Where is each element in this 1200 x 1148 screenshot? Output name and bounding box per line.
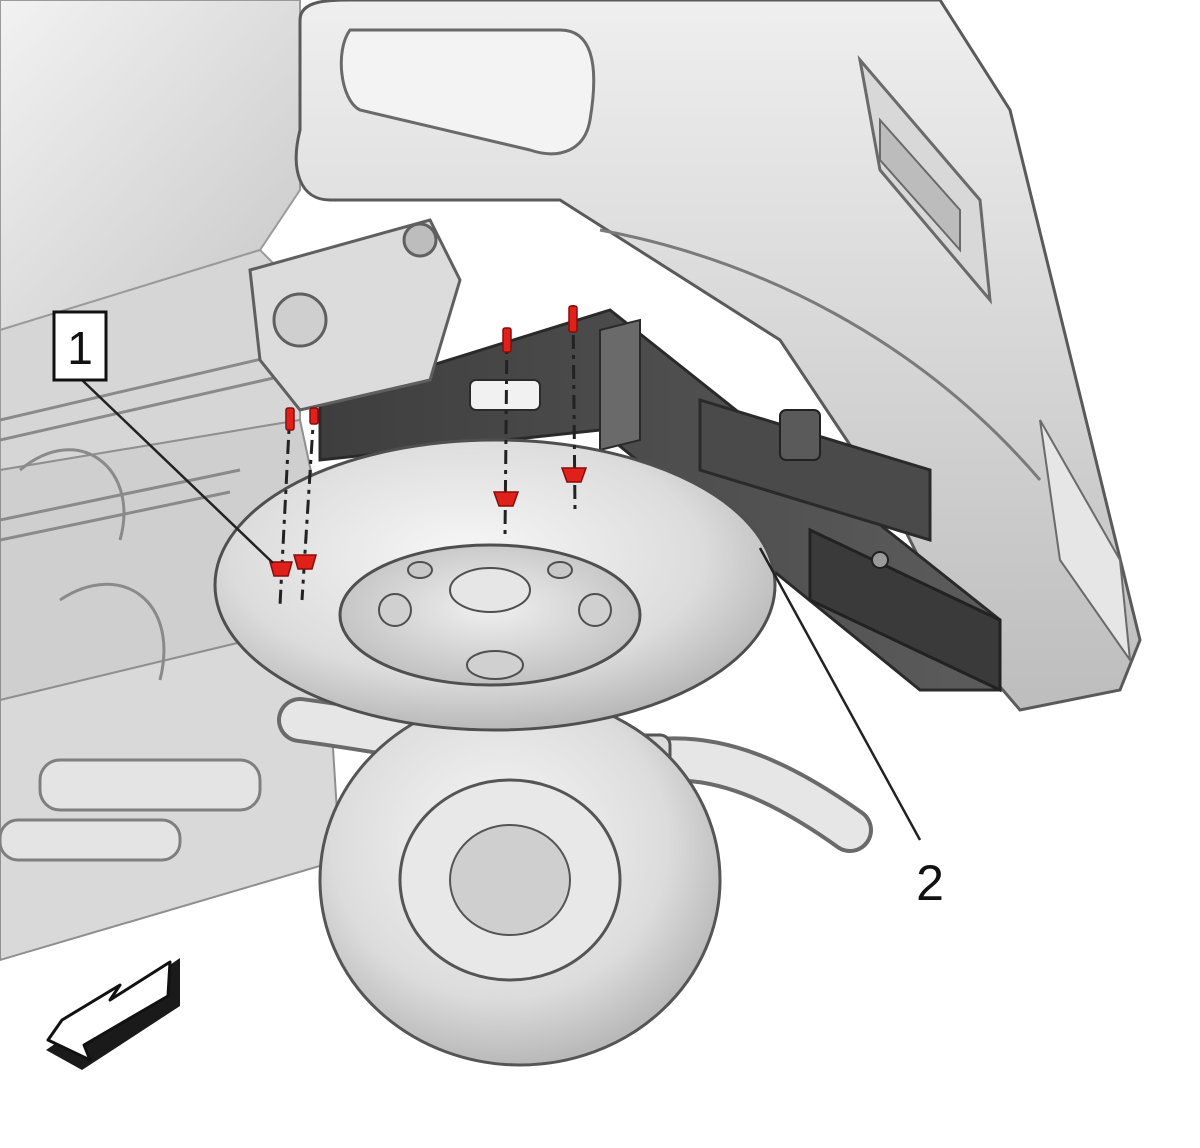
front-direction-arrow-icon: [46, 958, 180, 1070]
fastener-top-2: [309, 407, 319, 425]
fastener-nut-1: [269, 561, 293, 577]
spare-tire-hoist: [248, 218, 462, 412]
callout-1-label: 1: [67, 322, 93, 374]
leader-lines: [81, 379, 922, 841]
callout-1: 1: [52, 310, 108, 382]
fastener-nut-3: [492, 491, 520, 507]
leader-line-1: [81, 379, 274, 564]
fastener-nut-4: [560, 467, 588, 483]
spare-tire: [213, 438, 777, 732]
fastener-nut-2: [293, 554, 317, 570]
hitch-receiver: [318, 308, 1002, 693]
fastener-top-3: [502, 327, 512, 353]
vehicle-body: [0, 0, 342, 962]
leader-line-2: [758, 547, 922, 841]
callout-2-label: 2: [916, 855, 944, 911]
fastener-top-1: [285, 407, 295, 431]
callout-2: 2: [916, 855, 944, 911]
spare-tire-lower-view: [318, 693, 722, 1067]
fastener-group: [269, 305, 588, 577]
fastener-top-4: [568, 305, 578, 333]
callout-1-box: [52, 310, 108, 382]
